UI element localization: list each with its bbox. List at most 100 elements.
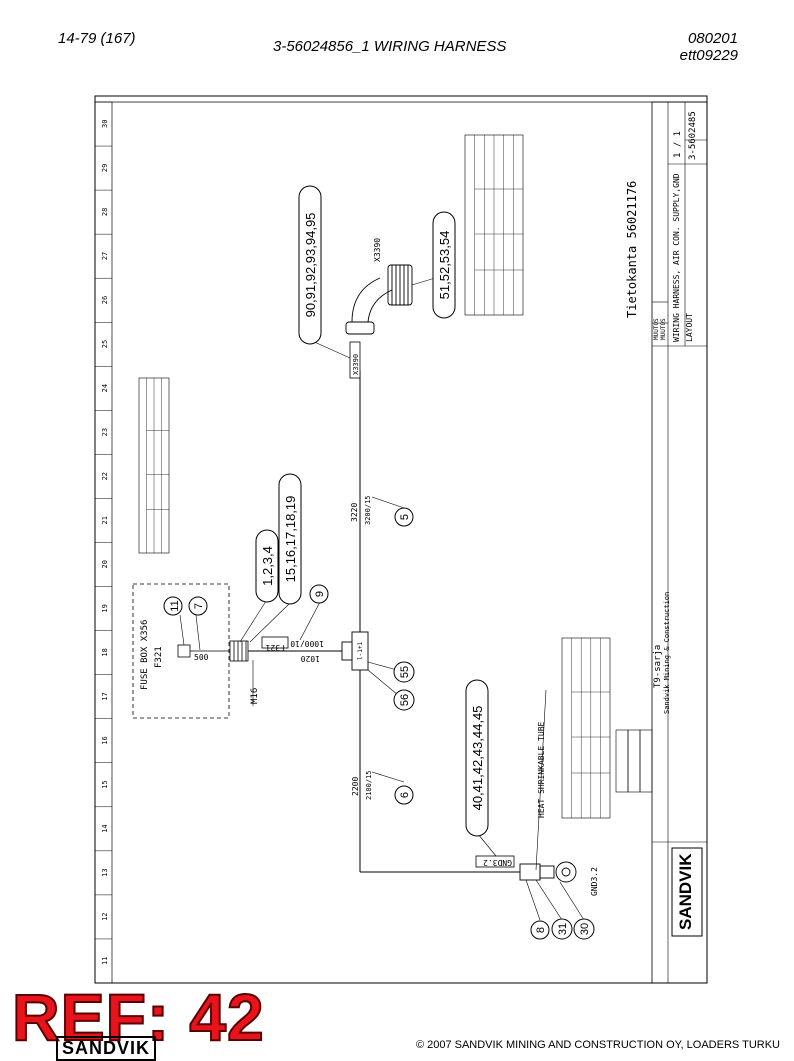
ruler-number: 13 (101, 868, 109, 876)
ruler-number: 19 (101, 604, 109, 612)
copyright-footer: © 2007 SANDVIK MINING AND CONSTRUCTION O… (415, 1039, 780, 1051)
x3390-tag (349, 341, 361, 379)
callout-9: 9 (309, 584, 329, 604)
ruler-number: 17 (101, 692, 109, 700)
callout-31-text: 31 (557, 923, 569, 935)
gnd-tag-text: GND3.2 (483, 858, 512, 867)
callout-31: 31 (551, 918, 573, 940)
fuse-terminal (177, 644, 191, 658)
x3390-connector (345, 264, 413, 335)
fuse-label: F321 (154, 646, 164, 668)
length-2200: 2200 (351, 777, 360, 796)
sandvik-logo-box (671, 847, 703, 937)
f321-tag (261, 636, 289, 649)
ruler-number: 21 (101, 516, 109, 524)
callout-7: 7 (188, 596, 208, 616)
callout-pill-90-95-text: 90,91,92,93,94,95 (303, 213, 318, 318)
x3390-label: X3390 (373, 238, 382, 262)
callout-pill-15-19-text: 15,16,17,18,19 (283, 496, 298, 583)
ruler-number: 26 (101, 296, 109, 304)
gnd-label: GND3.2 (590, 867, 599, 896)
muutos-label-1: MUUTOS (653, 318, 660, 340)
length-3220: 3220 (350, 503, 359, 522)
length-2180: 2180/15 (365, 770, 373, 800)
f321-tag-text: F321 (266, 643, 285, 652)
gnd-tag (475, 855, 515, 868)
length-1020: 1020 (301, 654, 320, 663)
sandvik-logo: SANDVIK (676, 853, 695, 930)
x3390-tag-text: X3390 (352, 354, 360, 375)
ruler-number: 20 (101, 560, 109, 568)
t-splice (341, 631, 369, 671)
ring-terminal (519, 861, 577, 883)
callout-9-text: 9 (314, 591, 326, 597)
company-label: Sandvik Mining & Construction (663, 592, 671, 714)
document-title: 3-56024856_1 WIRING HARNESS (273, 38, 507, 55)
ruler-number: 11 (101, 957, 109, 965)
callout-30: 30 (573, 918, 595, 940)
length-3200: 3200/15 (364, 495, 372, 525)
callout-6: 6 (394, 785, 414, 805)
f321-connector (229, 640, 249, 662)
ruler-number: 25 (101, 340, 109, 348)
callout-pill-40-45-text: 40,41,42,43,44,45 (470, 706, 485, 811)
ruler-number: 22 (101, 472, 109, 480)
revision-info-block (615, 729, 653, 793)
fuse-box-label: FUSE BOX X356 (140, 620, 150, 690)
date-code: 080201 (687, 30, 738, 47)
callout-pill-90-95: 90,91,92,93,94,95 (298, 185, 322, 345)
callout-pill-51-54-text: 51,52,53,54 (437, 231, 452, 300)
ruler-number: 12 (101, 912, 109, 920)
fuse-length: 500 (194, 653, 209, 662)
tietokanta-label: Tietokanta 56021176 (625, 181, 639, 318)
callout-7-text: 7 (193, 603, 205, 609)
ruler-number: 28 (101, 208, 109, 216)
ruler-number: 23 (101, 428, 109, 436)
callout-11: 11 (163, 596, 183, 616)
ruler-number: 15 (101, 780, 109, 788)
callout-55-text: 55 (399, 666, 411, 678)
ref-stamp: REF: 42 (11, 980, 265, 1054)
callout-5-text: 5 (399, 514, 411, 520)
title-block-description: WIRING HARNESS, AIR CON. SUPPLY,GND (672, 173, 681, 342)
leader-lines (179, 277, 585, 921)
title-block-layout: LAYOUT (685, 313, 694, 342)
callout-55: 55 (393, 661, 415, 683)
title-block-sheet: 1 / 1 (673, 131, 683, 158)
heat-shrink-label: HEAT SHRINKABLE TUBE (537, 721, 546, 818)
splice-label: l-1+1 (357, 642, 364, 660)
callout-56: 56 (393, 689, 415, 711)
callout-8-text: 8 (535, 927, 547, 933)
callout-pill-1-4: 1,2,3,4 (255, 529, 279, 603)
callout-pill-40-45: 40,41,42,43,44,45 (465, 679, 489, 837)
bottom-partial-logo: SANDVIK (56, 1036, 157, 1061)
ruler-number: 18 (101, 648, 109, 656)
length-1000: 1000/10 (290, 639, 324, 648)
wiring-table (561, 637, 611, 819)
ruler-number: 24 (101, 384, 109, 392)
callout-8: 8 (530, 920, 550, 940)
page-ref: 14-79 (167) (58, 30, 136, 47)
callout-11-text: 11 (169, 600, 181, 611)
series-label: T9-sarja (653, 645, 663, 688)
nut-size: M16 (250, 688, 260, 704)
callout-pill-51-54: 51,52,53,54 (432, 211, 456, 319)
ruler-number: 29 (101, 164, 109, 172)
title-block: MUUTOS MUUTOS WIRING HARNESS, AIR CON. S… (651, 101, 708, 984)
callout-5: 5 (394, 507, 414, 527)
callout-pill-1-4-text: 1,2,3,4 (260, 546, 275, 586)
callout-6-text: 6 (399, 792, 411, 798)
ruler-number: 30 (101, 120, 109, 128)
harness-wires (248, 370, 520, 873)
ruler-number: 14 (101, 824, 109, 832)
doc-code: ett09229 (679, 47, 738, 64)
callout-30-text: 30 (579, 923, 591, 935)
callout-56-text: 56 (399, 694, 411, 706)
ruler-number: 27 (101, 252, 109, 260)
callout-pill-15-19: 15,16,17,18,19 (278, 473, 302, 605)
drawing-frame (94, 95, 708, 984)
title-block-part-number: 3-5602485 (688, 111, 698, 160)
muutos-label-2: MUUTOS (660, 318, 667, 340)
